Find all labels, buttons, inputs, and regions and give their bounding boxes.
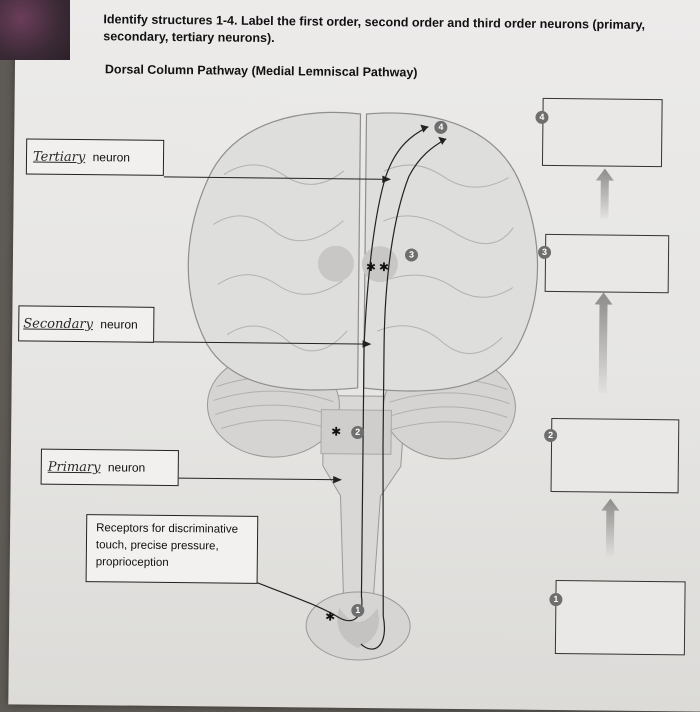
tertiary-pointer (163, 176, 390, 180)
flow-arrows (594, 168, 620, 559)
receptors-box: Receptors for discriminative touch, prec… (85, 514, 259, 584)
marker-1: 1 (351, 603, 365, 618)
brain-diagram: ✱ ✱ ✱ ✱ (154, 111, 620, 661)
worksheet-page: Identify structures 1-4. Label the first… (8, 0, 700, 712)
primary-pointer (178, 477, 341, 481)
answer-badge-1: 1 (549, 592, 563, 607)
background-fabric (0, 0, 70, 60)
secondary-pointer (154, 341, 371, 345)
primary-label-box[interactable]: Primary neuron (40, 448, 179, 487)
secondary-handwritten: Secondary (23, 316, 94, 333)
marker-3: 3 (404, 248, 419, 262)
left-hemisphere (187, 111, 362, 391)
svg-text:✱: ✱ (325, 610, 335, 624)
secondary-label-box[interactable]: Secondary neuron (18, 305, 155, 343)
primary-handwritten: Primary (47, 459, 101, 476)
svg-text:✱: ✱ (331, 425, 341, 439)
marker-4: 4 (434, 120, 448, 134)
answer-box-3[interactable] (544, 233, 670, 294)
answer-box-1[interactable] (554, 580, 686, 656)
svg-text:✱: ✱ (379, 260, 389, 274)
tertiary-handwritten: Tertiary (32, 149, 86, 166)
primary-printed: neuron (107, 460, 146, 475)
pathway-line (249, 126, 429, 622)
tertiary-printed: neuron (92, 150, 131, 165)
answer-badge-4: 4 (535, 110, 549, 124)
answer-badge-2: 2 (544, 428, 558, 443)
tertiary-label-box[interactable]: Tertiary neuron (25, 138, 165, 176)
answer-badge-3: 3 (537, 245, 552, 259)
answer-box-2[interactable] (550, 417, 680, 494)
thalamus-left (317, 245, 354, 282)
marker-2: 2 (351, 425, 365, 440)
answer-box-4[interactable] (541, 97, 663, 168)
secondary-printed: neuron (100, 317, 138, 332)
svg-text:✱: ✱ (366, 260, 376, 274)
